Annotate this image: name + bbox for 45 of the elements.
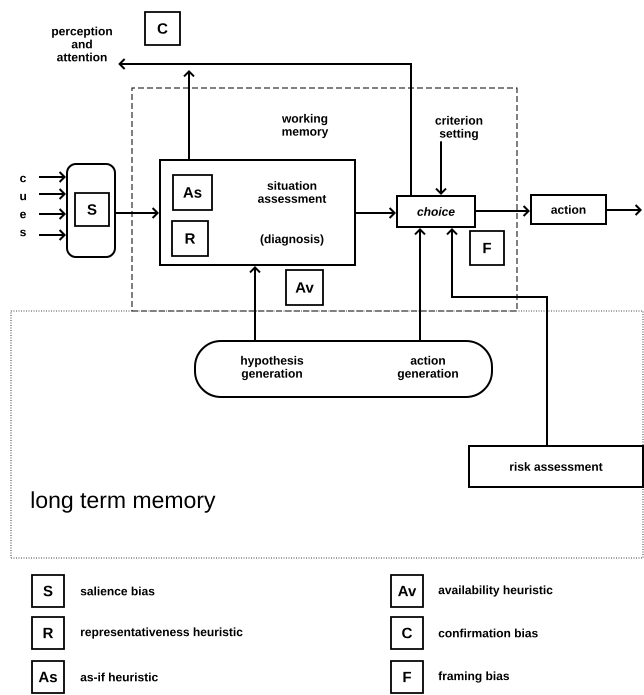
- arrow: [39, 208, 66, 220]
- legend-text: salience bias: [80, 586, 154, 596]
- bias-badge: Av: [285, 269, 324, 306]
- arrow: [446, 228, 548, 445]
- legend-text: availability heuristic: [438, 585, 553, 597]
- legend-text: as-if heuristic: [80, 672, 158, 682]
- bias-badge: F: [469, 230, 505, 266]
- legend-badge: Av: [390, 574, 424, 608]
- legend-badge: C: [390, 616, 424, 650]
- arrow: [476, 205, 530, 217]
- legend-badge: F: [390, 660, 424, 694]
- arrow: [39, 188, 66, 200]
- arrow: [116, 207, 159, 219]
- legend-badge: As: [31, 660, 65, 694]
- legend-text: framing bias: [438, 671, 510, 683]
- arrow: [414, 228, 426, 340]
- process-box: risk assessment: [468, 445, 644, 488]
- arrow: [183, 70, 195, 159]
- bias-badge: As: [172, 174, 213, 211]
- bias-badge: S: [74, 192, 110, 227]
- cues-label: c u e s: [20, 176, 26, 236]
- legend-text: confirmation bias: [438, 628, 538, 638]
- legend-text: representativeness heuristic: [80, 627, 243, 639]
- legend-badge: S: [31, 574, 65, 608]
- process-box: action: [530, 194, 607, 225]
- bias-badge: R: [171, 220, 209, 257]
- rounded-box: [66, 163, 116, 258]
- region-label: long term memory: [32, 491, 216, 513]
- arrow: [39, 229, 66, 241]
- box-text: (diagnosis): [260, 234, 324, 246]
- arrow: [39, 171, 66, 183]
- process-label: criterion setting: [435, 116, 482, 140]
- arrow: [435, 141, 447, 195]
- box-text: hypothesis generation: [241, 356, 304, 380]
- box-text: situation assessment: [258, 181, 326, 203]
- process-label: perception and attention: [52, 26, 112, 62]
- arrow: [607, 204, 642, 216]
- arrow: [249, 266, 261, 340]
- bias-badge: C: [144, 11, 181, 46]
- region-label: working memory: [282, 114, 328, 138]
- process-box: choice: [396, 195, 476, 228]
- arrow: [356, 207, 396, 219]
- arrow: [118, 58, 412, 195]
- legend-badge: R: [31, 616, 65, 650]
- box-text: action generation: [398, 356, 458, 380]
